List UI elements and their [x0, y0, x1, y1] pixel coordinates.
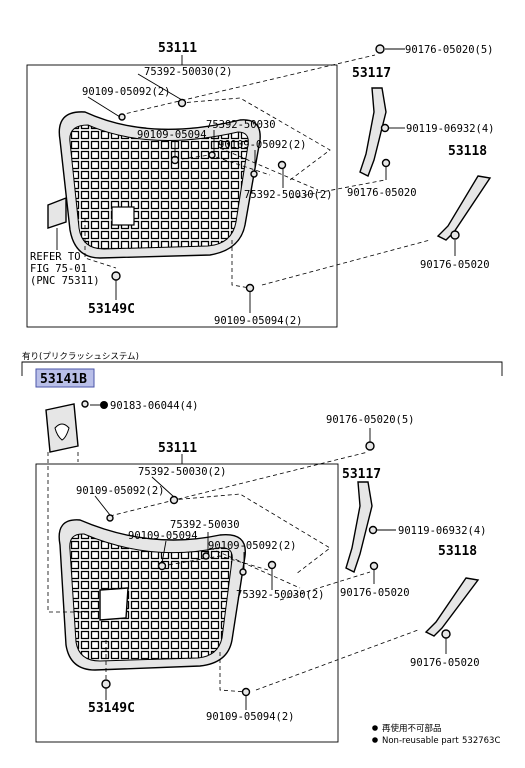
label-90109-05092-2: 90109-05092(2) — [76, 485, 165, 497]
clip-icon — [245, 283, 255, 293]
clip-icon — [177, 98, 187, 108]
bracket-53118-2 — [424, 577, 480, 654]
fastener-icon — [111, 271, 121, 281]
clip-icon — [202, 552, 210, 560]
label-53111: 53111 — [158, 41, 197, 56]
label-53149c: 53149C — [88, 302, 135, 317]
label-90119-06932-4: 90119-06932(4) — [406, 123, 495, 135]
label-90109-05092-2b: 90109-05092(2) — [218, 139, 307, 151]
screw-icon — [365, 441, 375, 451]
clip-icon — [239, 568, 247, 576]
clip-icon — [106, 514, 114, 522]
clip-icon — [277, 160, 287, 170]
label-90176-05020-a: 90176-05020 — [340, 587, 410, 599]
clip-icon — [250, 170, 258, 178]
label-53111: 53111 — [158, 441, 197, 456]
bracket-53117-1 — [359, 87, 405, 180]
non-reusable-dot — [100, 401, 108, 409]
legend-item-jp: 再使用不可部品 — [382, 723, 442, 734]
label-75392-50030-2: 75392-50030(2) — [138, 466, 227, 478]
sensor-cover-53141b — [45, 400, 108, 453]
fastener-icon — [101, 679, 111, 689]
label-90109-05092-2: 90109-05092(2) — [82, 86, 171, 98]
section-2: 有り(プリクラッシュシステム) 53141B — [21, 351, 503, 743]
radiator-grille-2 — [58, 519, 246, 671]
label-90176-05020-5: 90176-05020(5) — [326, 414, 415, 426]
clip-icon — [169, 495, 179, 505]
refer-line-1: REFER TO — [30, 251, 81, 263]
label-90109-05092-2b: 90109-05092(2) — [208, 540, 297, 552]
label-53141b: 53141B — [40, 372, 87, 387]
label-90176-05020-5: 90176-05020(5) — [405, 44, 494, 56]
label-75392-50030: 75392-50030 — [206, 119, 276, 131]
screw-icon — [375, 44, 385, 54]
refer-line-3: (PNC 75311) — [30, 275, 100, 287]
label-75392-50030: 75392-50030 — [170, 519, 240, 531]
clip-icon — [157, 561, 167, 571]
label-53149c: 53149C — [88, 701, 135, 716]
legend-dot-icon — [372, 725, 378, 731]
clip-icon — [208, 151, 216, 159]
label-90183-06044-4: 90183-06044(4) — [110, 400, 199, 412]
section-2-bracket — [21, 361, 503, 376]
legend: 再使用不可部品 Non-reusable part 532763C — [372, 723, 500, 746]
section-2-frame — [35, 463, 339, 743]
refer-line-2: FIG 75-01 — [30, 263, 87, 275]
label-90109-05094-2: 90109-05094(2) — [214, 315, 303, 327]
label-75392-50030-2: 75392-50030(2) — [144, 66, 233, 78]
label-53117: 53117 — [342, 467, 381, 482]
legend-dot-icon — [372, 737, 378, 743]
section-1: 53111 75392-50030(2) 90109-05092(2) 9017… — [26, 41, 495, 328]
label-90109-05094-2: 90109-05094(2) — [206, 711, 295, 723]
label-90119-06932-4: 90119-06932(4) — [398, 525, 487, 537]
section-2-header: 有り(プリクラッシュシステム) — [22, 351, 139, 362]
label-90109-05094: 90109-05094 — [137, 129, 207, 141]
highlight-53141b — [35, 368, 95, 388]
legend-item-en: Non-reusable part — [382, 736, 459, 746]
figure-code: 532763C — [462, 736, 500, 746]
clip-icon — [241, 687, 251, 697]
label-75392-50030-2b: 75392-50030(2) — [236, 589, 325, 601]
label-90176-05020-b: 90176-05020 — [410, 657, 480, 669]
emblem-part-1 — [47, 196, 67, 229]
label-53117: 53117 — [352, 66, 391, 81]
clip-icon — [267, 560, 277, 570]
label-53118: 53118 — [448, 144, 487, 159]
bracket-53117-2 — [345, 481, 396, 584]
label-90109-05094: 90109-05094 — [128, 530, 198, 542]
label-75392-50030-2b: 75392-50030(2) — [244, 189, 333, 201]
label-53118: 53118 — [438, 544, 477, 559]
bracket-53118-1 — [436, 175, 492, 256]
clip-icon — [118, 113, 126, 121]
label-90176-05020-b: 90176-05020 — [420, 259, 490, 271]
label-90176-05020-a: 90176-05020 — [347, 187, 417, 199]
